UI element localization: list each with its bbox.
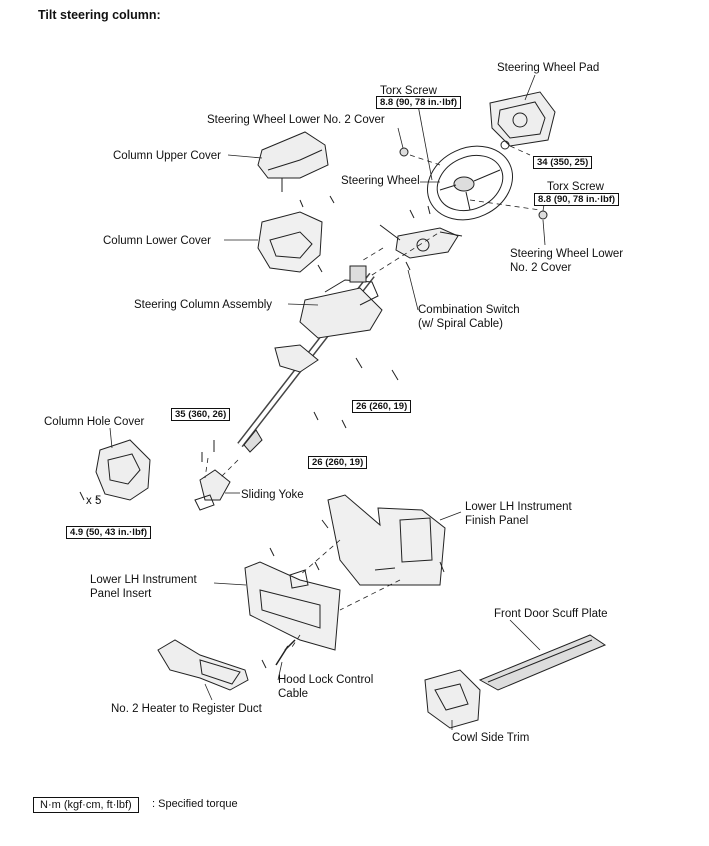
torque-legend-text: : Specified torque: [152, 798, 238, 810]
label-hood-lock-cable-2: Cable: [278, 688, 309, 700]
label-column-upper-cover: Column Upper Cover: [113, 150, 222, 162]
torque-hole-cover: 4.9 (50, 43 in.·lbf): [66, 526, 152, 539]
torque-legend-box: N·m (kgf·cm, ft·lbf): [33, 797, 139, 813]
label-column-lower-cover: Column Lower Cover: [103, 235, 212, 247]
label-lower-lh-finish-panel-1: Lower LH Instrument: [465, 501, 572, 513]
label-no2-heater-duct: No. 2 Heater to Register Duct: [111, 703, 262, 715]
label-cowl-side-trim: Cowl Side Trim: [452, 732, 530, 744]
column-hole-cover-drawing: [79, 439, 151, 501]
label-sliding-yoke: Sliding Yoke: [241, 489, 304, 501]
label-steering-column-assembly: Steering Column Assembly: [134, 299, 273, 311]
combination-switch-drawing: [379, 205, 463, 271]
label-lower-lh-finish-panel-2: Finish Panel: [465, 515, 529, 527]
label-column-hole-cover: Column Hole Cover: [44, 416, 145, 428]
label-lower-lh-panel-insert-1: Lower LH Instrument: [90, 574, 197, 586]
label-lower-lh-panel-insert-2: Panel Insert: [90, 588, 152, 600]
torque-torx-right: 8.8 (90, 78 in.·lbf): [534, 193, 620, 206]
heater-duct-drawing: [157, 639, 267, 691]
label-torx-screw-right: Torx Screw: [547, 181, 604, 193]
front-door-scuff-plate-drawing: [478, 634, 607, 691]
label-torx-screw-top: Torx Screw: [380, 85, 437, 97]
label-steering-wheel-pad: Steering Wheel Pad: [497, 62, 600, 74]
page-title: Tilt steering column:: [38, 8, 161, 22]
sliding-yoke-drawing: [194, 440, 231, 511]
label-front-door-scuff-plate: Front Door Scuff Plate: [494, 608, 608, 620]
column-lower-cover-drawing: [257, 195, 335, 273]
label-combination-switch-1: Combination Switch: [418, 304, 520, 316]
column-upper-cover-drawing: [257, 131, 329, 192]
steering-wheel-pad-drawing: [489, 91, 556, 150]
steering-column-assembly-drawing: [237, 265, 399, 453]
torque-torx-top: 8.8 (90, 78 in.·lbf): [376, 96, 462, 109]
steering-wheel-drawing: [426, 145, 514, 221]
torque-pad: 34 (350, 25): [533, 156, 593, 169]
label-steering-wheel-lower-no2-cover-right-1: Steering Wheel Lower: [510, 248, 624, 260]
hood-lock-cable-drawing: [275, 639, 296, 666]
torque-column-upper: 26 (260, 19): [352, 400, 412, 413]
lower-lh-finish-panel-drawing: [321, 494, 446, 586]
lower-lh-panel-insert-drawing: [244, 547, 341, 651]
label-steering-wheel-lower-no2-cover-top: Steering Wheel Lower No. 2 Cover: [207, 114, 385, 126]
cowl-side-trim-drawing: [424, 669, 481, 729]
torque-yoke: 35 (360, 26): [171, 408, 231, 421]
label-steering-wheel-lower-no2-cover-right-2: No. 2 Cover: [510, 262, 572, 274]
label-combination-switch-2: (w/ Spiral Cable): [418, 318, 503, 330]
label-x5: x 5: [86, 495, 102, 507]
torque-column-lower: 26 (260, 19): [308, 456, 368, 469]
label-steering-wheel: Steering Wheel: [341, 175, 420, 187]
label-hood-lock-cable-1: Hood Lock Control: [278, 674, 374, 686]
